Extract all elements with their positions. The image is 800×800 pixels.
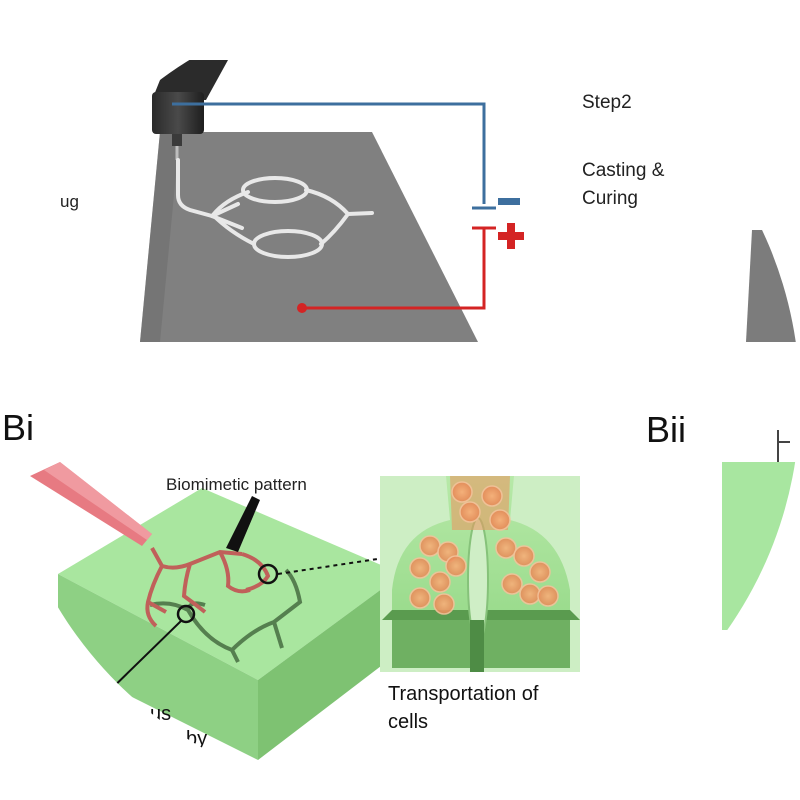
- cell: [419, 535, 441, 557]
- cell: [519, 583, 541, 605]
- cut-label-2: by: [186, 728, 207, 750]
- print-plate: [140, 132, 478, 342]
- step-label: Step2: [582, 92, 632, 113]
- red-channel-network: [145, 547, 271, 628]
- casting-label-line1: Casting &: [582, 160, 665, 181]
- panel-label-bii: Bii: [646, 409, 686, 450]
- plus-symbol: [498, 223, 524, 249]
- chip-panel: Bi Bii: [2, 407, 800, 760]
- cell: [445, 555, 467, 577]
- cell: [489, 509, 511, 531]
- green-channel-network: [149, 568, 303, 663]
- negative-wire: [172, 102, 486, 204]
- cell: [429, 571, 451, 593]
- marker-line: [99, 619, 183, 701]
- cell: [501, 573, 523, 595]
- zoom-circle: [257, 563, 279, 585]
- cell: [459, 501, 481, 523]
- pipette: [30, 462, 152, 546]
- printed-filament: [176, 158, 374, 259]
- cell: [481, 485, 503, 507]
- panel-label-bi: Bi: [2, 407, 34, 448]
- cell: [433, 593, 455, 615]
- cell: [451, 481, 473, 503]
- transport-label-line2: cells: [388, 711, 428, 733]
- cell: [495, 537, 517, 559]
- cell: [409, 557, 431, 579]
- biomimetic-label: Biomimetic pattern: [166, 475, 307, 494]
- right-plate-fragment: [746, 230, 800, 342]
- positive-wire: [302, 228, 486, 310]
- cell: [529, 561, 551, 583]
- plate-shading: [140, 132, 180, 342]
- printing-panel: ug Step2 Casting & Curing: [60, 60, 800, 342]
- zoom-line: [277, 557, 385, 575]
- cut-label-1: us: [150, 703, 171, 725]
- ground-contact: [297, 303, 307, 313]
- cell: [513, 545, 535, 567]
- biomimetic-arrow: [226, 496, 260, 552]
- cell: [537, 585, 559, 607]
- transport-label-line1: Transportation of: [388, 683, 539, 705]
- green-chip: [58, 488, 402, 760]
- print-nozzle: [152, 60, 228, 160]
- cell: [409, 587, 431, 609]
- bii-chip-fragment: [722, 462, 800, 630]
- marker-circle: [176, 604, 196, 624]
- minus-symbol: [498, 198, 520, 205]
- casting-label-line2: Curing: [582, 188, 638, 209]
- partial-step-label: ug: [60, 192, 79, 211]
- cell-layer: [409, 481, 559, 615]
